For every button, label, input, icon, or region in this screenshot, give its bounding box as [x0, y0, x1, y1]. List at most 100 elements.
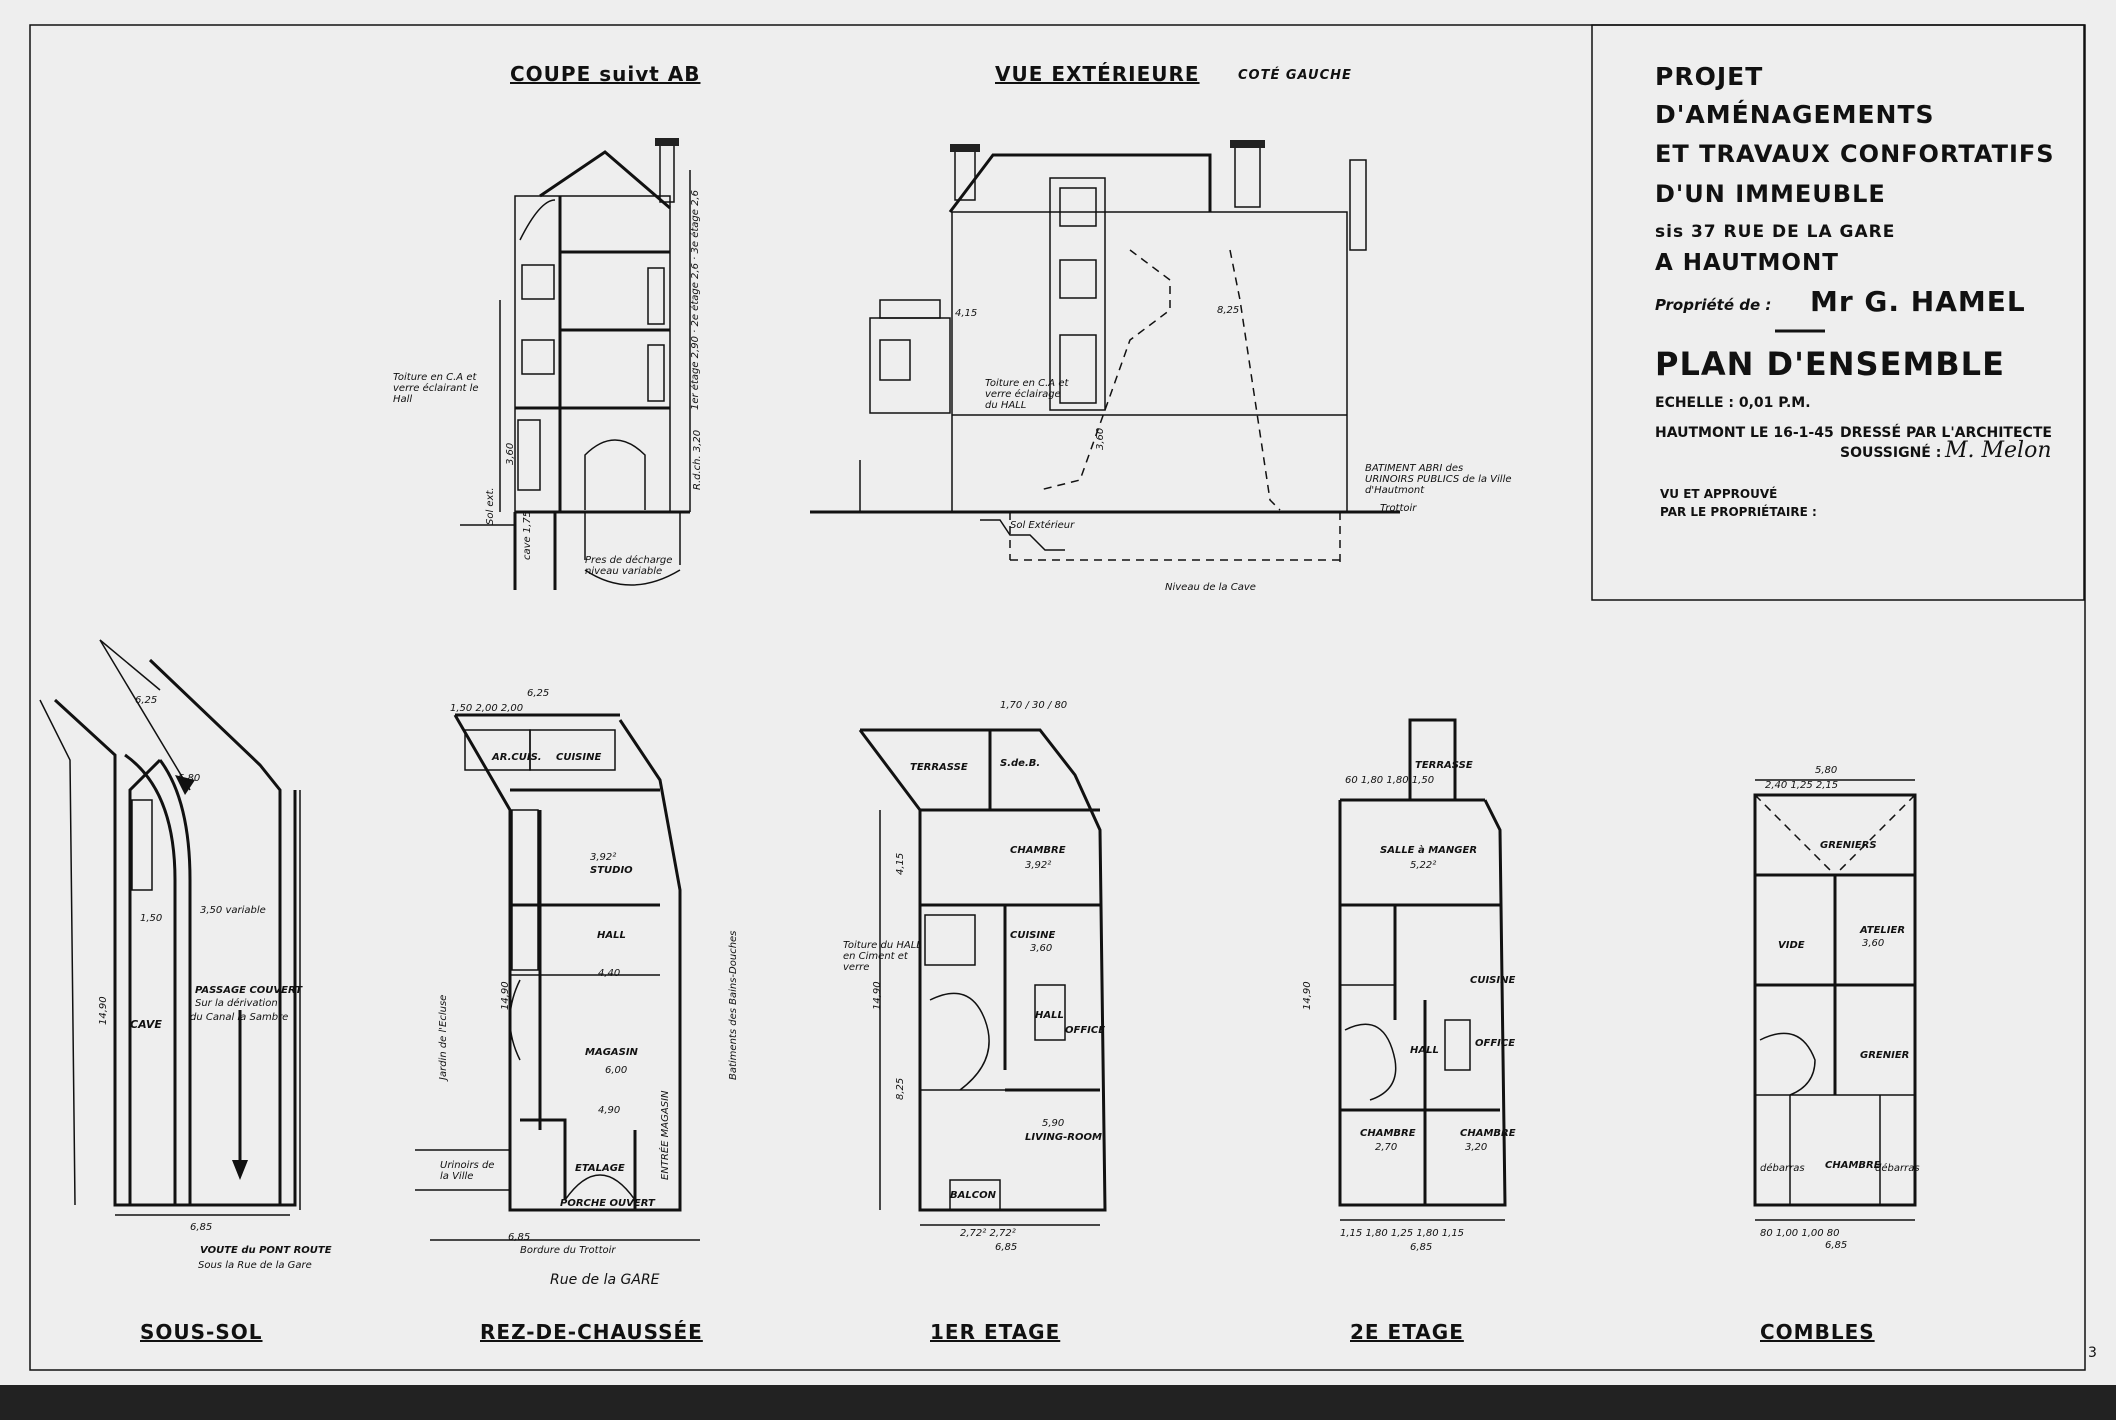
plan-label-combles: COMBLES	[1760, 1320, 1875, 1344]
rdc-studio-area: 3,92²	[590, 852, 617, 863]
elevation-note-batiment: BATIMENT ABRI des URINOIRS PUBLICS de la…	[1365, 463, 1512, 496]
etage1-office: OFFICE	[1065, 1025, 1106, 1036]
rdc-hall: HALL	[597, 930, 626, 941]
section-note-rdc: R.d.ch. 3,20	[692, 429, 703, 490]
vue-title: VUE EXTÉRIEURE	[995, 62, 1200, 86]
architect-line-1: DRESSÉ PAR L'ARCHITECTE	[1840, 425, 2052, 441]
section-note-cave: cave 1,75	[522, 510, 533, 560]
rdc-studio: STUDIO	[590, 865, 633, 876]
plan-label-rdc: REZ-DE-CHAUSSÉE	[480, 1320, 703, 1344]
etage1-terrasse: TERRASSE	[910, 762, 968, 773]
combles-dim-bottom: 6,85	[1825, 1240, 1848, 1251]
combles-chambre: CHAMBRE	[1825, 1160, 1881, 1171]
combles-atelier-dim: 3,60	[1862, 938, 1885, 949]
etage2-dims-top: 60 1,80 1,80 1,50	[1345, 775, 1435, 786]
rdc-magasin-dim: 6,00	[605, 1065, 628, 1076]
rdc-dim-top: 6,25	[527, 688, 550, 699]
etage1-living-dim: 5,90	[1042, 1118, 1065, 1129]
section-note-sol: Sol ext.	[485, 487, 496, 525]
etage1-dims-top: 1,70 / 30 / 80	[1000, 700, 1068, 711]
etage2-salle-area: 5,22²	[1410, 860, 1437, 871]
rdc-dim-height: 14,90	[500, 981, 511, 1010]
sous-sol-passage-3: du Canal la Sambre	[190, 1012, 289, 1023]
plan-label-etage2: 2E ETAGE	[1350, 1320, 1464, 1344]
combles-vide: VIDE	[1778, 940, 1805, 951]
plan-label-sous-sol: SOUS-SOL	[140, 1320, 263, 1344]
elevation-note-trottoir: Trottoir	[1380, 503, 1417, 514]
combles-drawing	[1753, 779, 1917, 1221]
sous-sol-voute-2: Sous la Rue de la Gare	[198, 1260, 312, 1271]
etage2-chambre-1: CHAMBRE	[1360, 1128, 1416, 1139]
etage1-drawing	[858, 728, 1107, 1226]
rdc-etalage: ETALAGE	[575, 1163, 625, 1174]
title-line-6: A HAUTMONT	[1655, 250, 1839, 276]
section-note-360: 3,60	[505, 442, 516, 465]
title-line-4: D'UN IMMEUBLE	[1655, 180, 1886, 208]
etage2-chambre-1-dim: 2,70	[1375, 1142, 1398, 1153]
etage2-salle: SALLE à MANGER	[1380, 845, 1478, 856]
architect-line-2: SOUSSIGNÉ :	[1840, 445, 1942, 461]
title-line-5: sis 37 RUE DE LA GARE	[1655, 222, 1896, 242]
etage1-chambre-area: 3,92²	[1025, 860, 1052, 871]
etage1-dim-height: 14,90	[872, 981, 883, 1010]
sous-sol-dim-15: 1,50	[140, 913, 163, 924]
etage2-dim-height: 14,90	[1302, 981, 1313, 1010]
elevation-note-cave: Niveau de la Cave	[1165, 582, 1256, 593]
sheet-edge	[0, 1385, 2116, 1420]
coupe-title: COUPE suivt AB	[510, 62, 701, 86]
rdc-entree: ENTRÉE MAGASIN	[660, 1090, 671, 1180]
etage1-dims-bottom: 2,72² 2,72²	[960, 1228, 1016, 1239]
sous-sol-dim-mid: 5,80	[178, 773, 201, 784]
etage2-drawing	[1338, 718, 1507, 1221]
sous-sol-dim-bottom: 6,85	[190, 1222, 213, 1233]
sous-sol-dim-top: 6,25	[135, 695, 158, 706]
rdc-w490: 4,90	[598, 1105, 621, 1116]
vue-exterieure-drawing	[810, 140, 1400, 565]
plan-label-etage1: 1ER ETAGE	[930, 1320, 1061, 1344]
combles-debarras-1: débarras	[1760, 1163, 1805, 1174]
elevation-dim-415: 4,15	[955, 308, 978, 319]
architect-signature: M. Melon	[1945, 438, 2052, 463]
rdc-magasin: MAGASIN	[585, 1047, 638, 1058]
section-note-floors: 1er étage 2,90 · 2e étage 2,6 · 3e étage…	[690, 190, 701, 410]
place-date: HAUTMONT LE 16-1-45	[1655, 425, 1834, 441]
etage2-dim-bottom: 6,85	[1410, 1242, 1433, 1253]
sous-sol-passage: PASSAGE COUVERT	[195, 985, 303, 996]
etage1-chambre: CHAMBRE	[1010, 845, 1066, 856]
sheet-number: 3	[2088, 1345, 2097, 1361]
vue-side-title: COTÉ GAUCHE	[1238, 68, 1352, 83]
etage1-dim-415: 4,15	[895, 852, 906, 875]
etage2-chambre-2: CHAMBRE	[1460, 1128, 1516, 1139]
owner-label: Propriété de :	[1655, 296, 1772, 314]
etage2-terrasse: TERRASSE	[1415, 760, 1473, 771]
etage2-chambre-2-dim: 3,20	[1465, 1142, 1488, 1153]
sous-sol-cave: CAVE	[130, 1018, 162, 1031]
etage1-cuisine: CUISINE	[1010, 930, 1056, 941]
rdc-rue: Rue de la GARE	[550, 1272, 660, 1288]
elevation-note-sol: Sol Extérieur	[1010, 520, 1075, 531]
etage1-dim-825: 8,25	[895, 1077, 906, 1100]
etage1-sdb: S.de.B.	[1000, 758, 1041, 769]
rdc-arcuis: AR.CUIS.	[492, 752, 542, 763]
rdc-w440: 4,40	[598, 968, 621, 979]
sheet-frame	[29, 24, 2086, 1371]
rdc-bordure: Bordure du Trottoir	[520, 1245, 616, 1256]
rdc-porche: PORCHE OUVERT	[560, 1198, 655, 1209]
title-line-2: D'AMÉNAGEMENTS	[1655, 100, 1935, 129]
elevation-dim-360: 3,60	[1095, 427, 1106, 450]
section-note-roof: Toiture en C.A et verre éclairant le Hal…	[393, 372, 479, 405]
title-block-frame	[1591, 24, 2085, 601]
title-line-3: ET TRAVAUX CONFORTATIFS	[1655, 140, 2055, 168]
elevation-dim-825: 8,25	[1217, 305, 1240, 316]
etage1-cuisine-dim: 3,60	[1030, 943, 1053, 954]
combles-dims-top: 2,40 1,25 2,15	[1765, 780, 1839, 791]
combles-dim-top: 5,80	[1815, 765, 1838, 776]
sous-sol-dim-35: 3,50 variable	[200, 905, 266, 916]
etage1-hall: HALL	[1035, 1010, 1064, 1021]
etage2-cuisine: CUISINE	[1470, 975, 1516, 986]
approved-line-1: VU ET APPROUVÉ	[1660, 487, 1778, 501]
etage1-dim-bottom: 6,85	[995, 1242, 1018, 1253]
etage2-hall: HALL	[1410, 1045, 1439, 1056]
sous-sol-passage-2: Sur la dérivation	[195, 998, 278, 1009]
